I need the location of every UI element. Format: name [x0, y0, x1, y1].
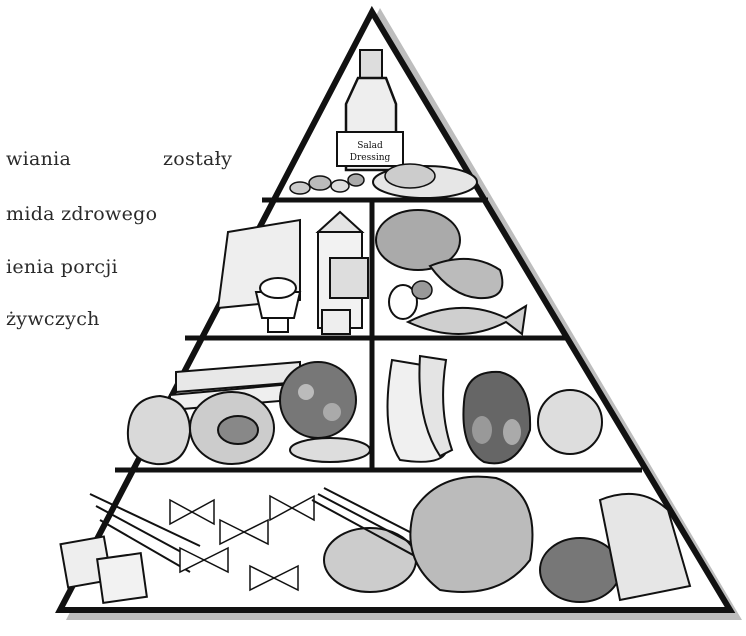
avocado	[190, 392, 274, 464]
cabbage	[280, 362, 356, 438]
small-carton	[322, 310, 350, 334]
pepper	[128, 396, 190, 464]
squash	[290, 438, 370, 462]
tier-vegetables	[128, 362, 370, 464]
watermelon-slice	[463, 372, 530, 463]
butter-block	[330, 258, 368, 298]
bottle-label-line-1: Salad	[357, 141, 383, 151]
apple	[538, 390, 602, 454]
bread-loaf	[410, 477, 532, 592]
potato	[540, 538, 620, 602]
bottle-label-line-2: Dressing	[350, 153, 391, 163]
nut-1	[412, 281, 432, 299]
